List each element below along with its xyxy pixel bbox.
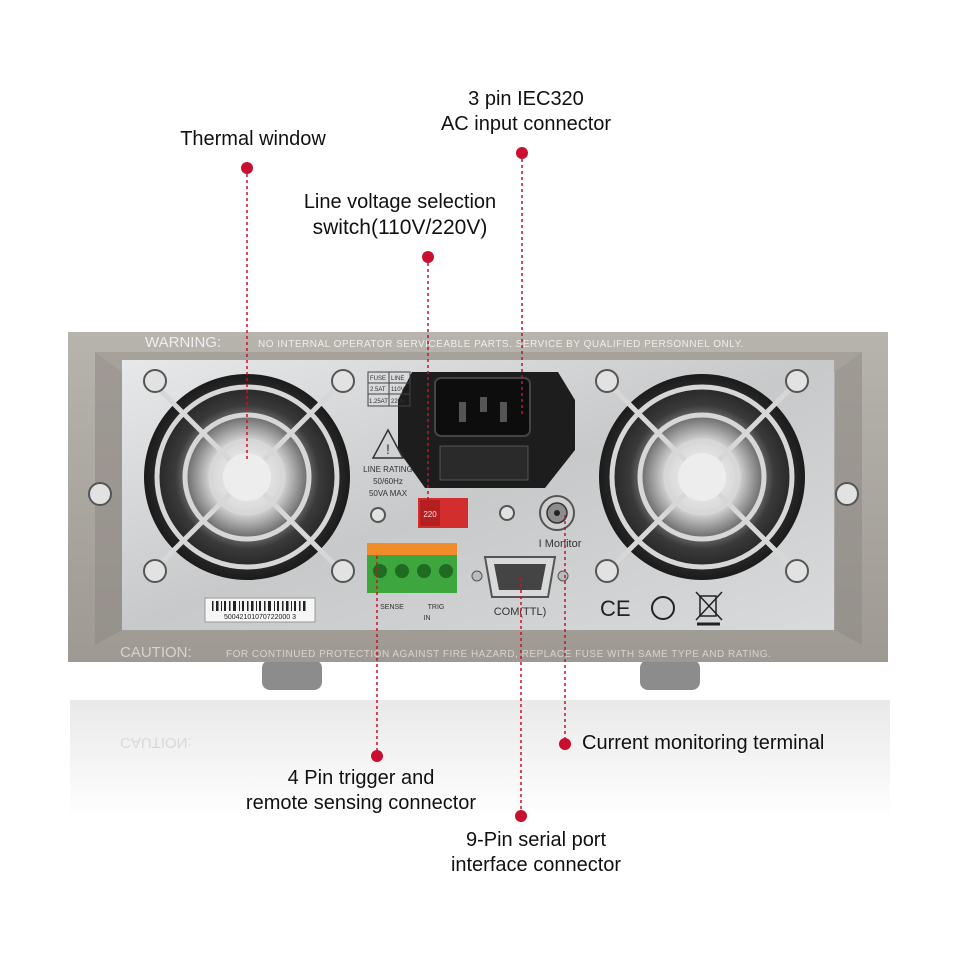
iec-label-line1: 3 pin IEC320 (468, 88, 584, 110)
trigger-label-line1: 4 Pin trigger and (287, 767, 435, 789)
barcode-sticker: 50042101070722000 3 (204, 597, 316, 623)
serial-label-line1: 9-Pin serial port (465, 829, 607, 851)
trig-in-label: IN (424, 615, 431, 622)
callout-ac-input: 3 pin IEC320 AC input connector (412, 87, 640, 137)
right-foot (640, 660, 700, 690)
callout-current-monitor: Current monitoring terminal (582, 731, 824, 756)
sense-label: SENSE (380, 604, 404, 611)
trigger-sense-terminal-block[interactable] (367, 543, 457, 593)
voltage-label-line1: Line voltage selection (303, 191, 497, 213)
line-rating-frequency: 50/60Hz (373, 477, 403, 486)
serial-label-line2: interface connector (450, 854, 622, 876)
ce-mark-logo: CE (600, 596, 631, 621)
callout-serial-port: 9-Pin serial port interface connector (420, 828, 652, 878)
line-rating-title: LINE RATING (363, 465, 413, 474)
warning-triangle-icon (371, 428, 405, 459)
voltage-switch-label: 220 (423, 510, 437, 519)
iec-label-line2: AC input connector (440, 113, 612, 135)
line-rating-va: 50VA MAX (369, 489, 408, 498)
i-monitor-label: I Monitor (539, 538, 582, 550)
trig-label: TRIG (428, 604, 445, 611)
callout-leader-lines (246, 153, 566, 816)
svg-text:2.5AT: 2.5AT (370, 387, 386, 393)
ac-inlet-connector (398, 372, 575, 488)
caution-title: CAUTION: (120, 644, 192, 661)
thermal-window-label: Thermal window (180, 128, 326, 150)
weee-bin-icon (695, 591, 723, 626)
caution-text: FOR CONTINUED PROTECTION AGAINST FIRE HA… (226, 649, 771, 660)
svg-text:FUSE: FUSE (370, 376, 386, 382)
callout-thermal-window: Thermal window (152, 127, 354, 152)
fuse-rating-table: FUSE LINE 2.5AT 110V 1.25AT 220V (367, 371, 411, 407)
callout-trigger-sense: 4 Pin trigger and remote sensing connect… (206, 766, 516, 816)
warning-text: NO INTERNAL OPERATOR SERVICEABLE PARTS. … (258, 339, 744, 350)
screw-icons (88, 369, 859, 583)
current-monitor-bnc[interactable] (539, 495, 575, 531)
left-foot (262, 660, 322, 690)
svg-text:110V: 110V (391, 387, 405, 393)
svg-text:LINE: LINE (391, 376, 404, 382)
panel-reflection (70, 700, 890, 820)
voltage-label-line2: switch(110V/220V) (312, 216, 488, 239)
svg-text:220V: 220V (391, 399, 405, 405)
db9-serial-port[interactable] (471, 556, 569, 598)
barcode-number: 50042101070722000 3 (224, 614, 296, 621)
exclamation-glyph: ! (386, 441, 390, 457)
callout-voltage-switch: Line voltage selection switch(110V/220V) (274, 190, 526, 240)
current-monitor-label: Current monitoring terminal (582, 732, 825, 754)
callout-dots (241, 147, 571, 822)
svg-text:1.25AT: 1.25AT (369, 399, 388, 405)
com-ttl-label: COM(TTL) (494, 606, 547, 618)
warning-title: WARNING: (145, 334, 221, 351)
eco-10-logo (651, 596, 675, 620)
right-fan (599, 374, 805, 580)
voltage-selector-switch[interactable]: 220 (418, 498, 468, 528)
trigger-label-line2: remote sensing connector (245, 792, 477, 814)
reflection-caution: CAUTION: (120, 734, 192, 751)
